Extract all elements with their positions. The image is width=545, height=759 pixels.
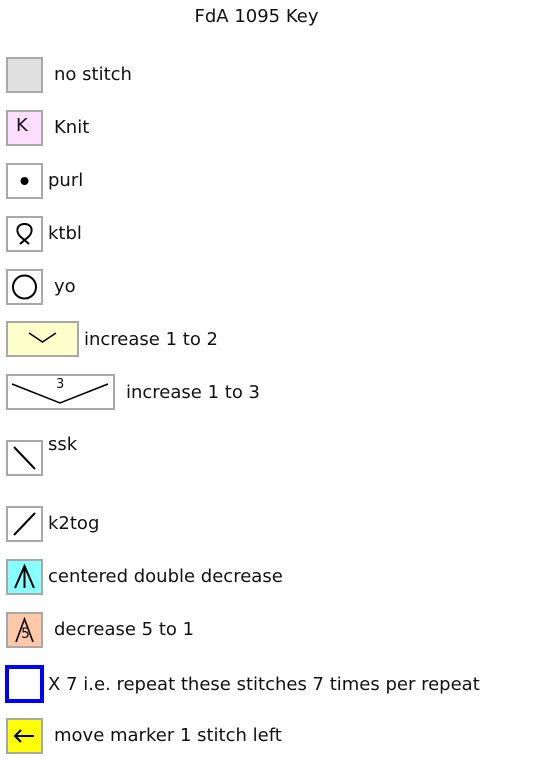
move-marker-label: move marker 1 stitch left [54, 725, 282, 746]
no-stitch-label: no stitch [54, 64, 132, 85]
knit-label: Knit [54, 117, 90, 138]
increase-count-label: 3 [56, 377, 65, 392]
decrease-5-to-1-label: decrease 5 to 1 [54, 619, 195, 640]
yo-label: yo [54, 276, 76, 297]
k2tog-label: k2tog [48, 513, 100, 534]
repeat-label: X 7 i.e. repeat these stitches 7 times p… [48, 674, 480, 695]
repeat-symbol [5, 665, 44, 703]
increase-1-to-3-label: increase 1 to 3 [126, 382, 261, 403]
increase-1-to-2-label: increase 1 to 2 [84, 329, 219, 350]
dot-icon [20, 177, 29, 185]
circle-icon [12, 274, 37, 300]
purl-label: purl [48, 170, 84, 191]
ktbl-symbol [6, 216, 43, 252]
v-shape-icon [28, 332, 57, 343]
purl-symbol [6, 163, 43, 199]
key-title: FdA 1095 Key [194, 6, 319, 27]
twisted-loop-icon [16, 222, 33, 245]
knit-symbol: K [6, 110, 43, 146]
inverted-v-icon [14, 563, 35, 589]
ktbl-label: ktbl [48, 223, 82, 244]
wide-v-shape-icon [11, 383, 109, 404]
ssk-label: ssk [48, 434, 78, 455]
decrease-count-label: 5 [21, 626, 30, 642]
centered-double-decrease-symbol [6, 559, 43, 595]
no-stitch-symbol [6, 57, 43, 93]
k2tog-symbol [6, 506, 43, 542]
left-arrow-icon [13, 729, 34, 743]
increase-1-to-3-symbol: 3 [6, 374, 115, 410]
move-marker-symbol [6, 718, 43, 754]
inverted-v-five-icon [15, 616, 34, 643]
increase-1-to-2-symbol [6, 321, 79, 357]
letter-k-icon: K [16, 115, 28, 136]
decrease-5-to-1-symbol: 5 [6, 612, 43, 648]
centered-double-decrease-label: centered double decrease [48, 566, 283, 587]
yo-symbol [6, 269, 43, 305]
ssk-symbol [6, 440, 43, 476]
backslash-icon [13, 446, 36, 470]
forward-slash-icon [13, 512, 36, 536]
